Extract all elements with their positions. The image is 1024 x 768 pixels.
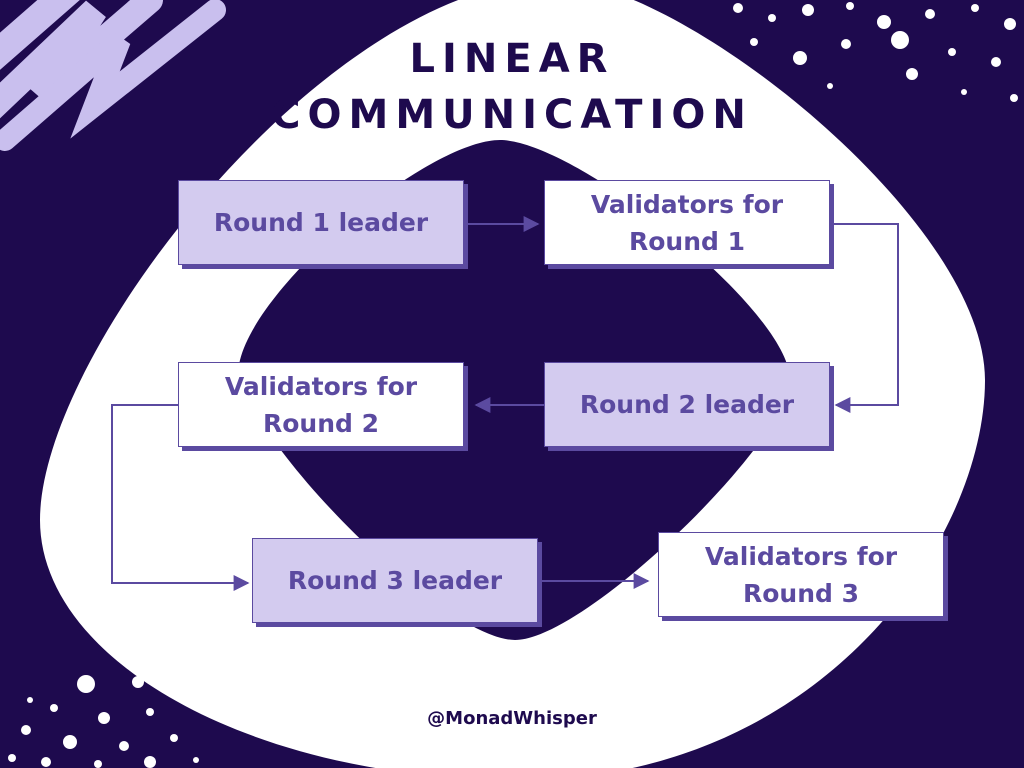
title-line-2: COMMUNICATION <box>271 92 753 138</box>
arrow-r1validators-to-r2leader <box>832 223 899 413</box>
round2-validators-box: Validators for Round 2 <box>178 362 464 447</box>
brush-stroke <box>0 0 226 151</box>
round1-validators-line1: Validators for <box>590 189 784 219</box>
round2-validators-line2: Round 2 <box>262 408 379 438</box>
footer-handle: @MonadWhisper <box>427 708 597 729</box>
round2-validators-line1: Validators for <box>224 371 418 401</box>
round1-validators-box: Validators for Round 1 <box>544 180 830 265</box>
dots-top-right <box>733 2 1018 102</box>
round2-leader-label: Round 2 leader <box>579 390 795 419</box>
round1-validators-line2: Round 1 <box>628 226 745 256</box>
round1-leader-label: Round 1 leader <box>213 208 429 237</box>
round3-validators-line1: Validators for <box>704 541 898 571</box>
title-line-1: LINEAR <box>409 36 615 82</box>
round3-leader-box: Round 3 leader <box>252 538 538 623</box>
round2-leader-box: Round 2 leader <box>544 362 830 447</box>
round3-leader-label: Round 3 leader <box>287 566 503 595</box>
arrow-r2validators-to-r3leader <box>111 404 250 591</box>
round3-validators-box: Validators for Round 3 <box>658 532 944 617</box>
round3-validators-line2: Round 3 <box>742 578 859 608</box>
dots-bottom-left <box>8 675 199 768</box>
round1-leader-box: Round 1 leader <box>178 180 464 265</box>
